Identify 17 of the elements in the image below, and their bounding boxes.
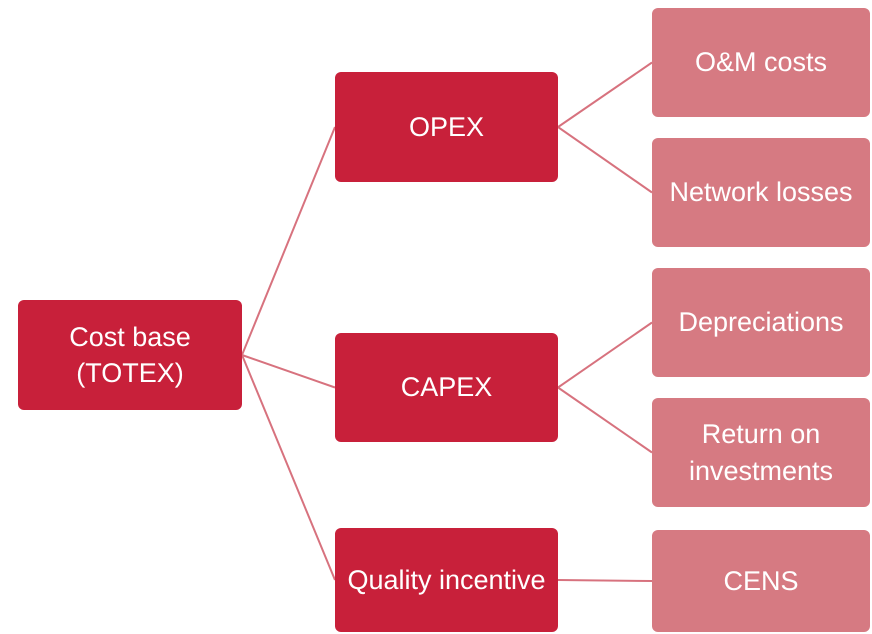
- item-box: Network losses: [652, 138, 870, 247]
- item-box: CENS: [652, 530, 870, 632]
- item-box: Depreciations: [652, 268, 870, 377]
- connector-line: [557, 126, 653, 194]
- connector-line: [241, 126, 336, 356]
- connector-line: [242, 354, 336, 388]
- connector-line: [558, 579, 652, 582]
- category-box: Cost base (TOTEX): [18, 300, 242, 410]
- connector-line: [557, 386, 653, 454]
- connector-line: [557, 322, 653, 388]
- category-box: OPEX: [335, 72, 558, 182]
- item-box: Return on investments: [652, 398, 870, 507]
- category-box: CAPEX: [335, 333, 558, 442]
- connector-line: [557, 62, 653, 128]
- item-box: O&M costs: [652, 8, 870, 117]
- connector-line: [241, 354, 336, 580]
- category-box: Quality incentive: [335, 528, 558, 632]
